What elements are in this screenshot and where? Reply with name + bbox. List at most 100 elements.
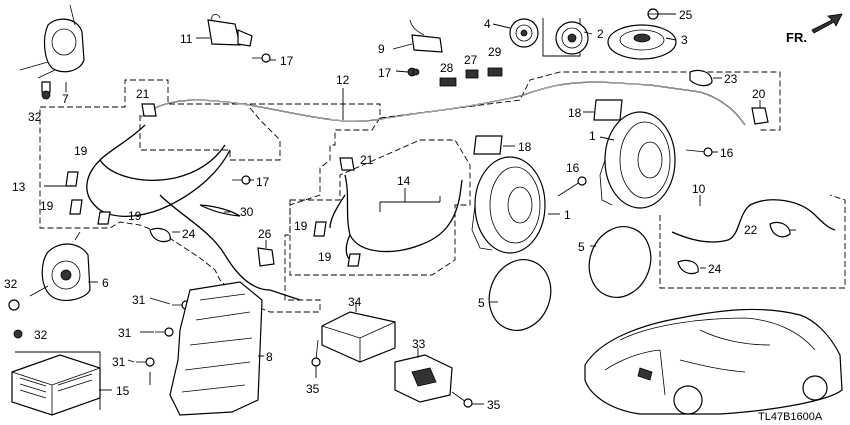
callout-20: 20 xyxy=(752,87,766,101)
callout-35: 35 xyxy=(487,398,501,412)
rear-harness-outline xyxy=(289,139,471,276)
part-28-pad xyxy=(439,77,457,87)
callout-31: 31 xyxy=(118,326,132,340)
part-25-bolt xyxy=(647,8,659,20)
part-23-clip xyxy=(689,69,713,87)
part-24-clip-b xyxy=(677,259,699,275)
callout-18: 18 xyxy=(518,140,532,154)
part-31-bolt-c xyxy=(136,357,155,367)
callout-9: 9 xyxy=(378,42,385,56)
callout-13: 13 xyxy=(12,180,26,194)
part-17-bolt-a xyxy=(252,53,271,63)
diagram-code: TL47B1600A xyxy=(758,411,823,423)
rear-harness-wire xyxy=(344,174,463,253)
callout-1: 1 xyxy=(564,208,571,222)
part-2-tweeter xyxy=(555,21,589,55)
part-27-pad xyxy=(465,69,479,79)
part-16-screw-a xyxy=(557,176,587,197)
callout-32: 32 xyxy=(4,277,18,291)
part-29-pad xyxy=(487,67,503,77)
callout-5: 5 xyxy=(578,240,585,254)
part-5-grille-upper xyxy=(588,226,652,298)
callout-5: 5 xyxy=(478,296,485,310)
callout-11: 11 xyxy=(180,32,193,46)
callout-35: 35 xyxy=(306,382,320,396)
leader-lines xyxy=(44,13,796,405)
part-32-bolt-b xyxy=(8,299,20,311)
part-18-pad-lower xyxy=(473,135,503,155)
callout-19: 19 xyxy=(294,219,308,233)
callout-2: 2 xyxy=(597,27,604,41)
part-7-assembly xyxy=(19,4,85,93)
part-17-bolt-b xyxy=(412,68,420,76)
front-harness-wire xyxy=(86,124,231,217)
callout-19: 19 xyxy=(40,199,54,213)
callout-30: 30 xyxy=(240,205,254,219)
part-3-speaker xyxy=(607,24,677,60)
callout-16: 16 xyxy=(720,146,734,160)
part-1-speaker-lower xyxy=(471,156,546,254)
callout-12: 12 xyxy=(336,73,350,87)
callout-26: 26 xyxy=(258,227,272,241)
part-19-clip-e xyxy=(347,253,361,267)
callout-23: 23 xyxy=(724,72,738,86)
part-9-unit xyxy=(407,19,443,77)
callout-29: 29 xyxy=(488,45,502,59)
part-19-clip-d xyxy=(313,221,327,237)
callout-15: 15 xyxy=(116,384,130,398)
part-32-bolt-c xyxy=(13,329,23,339)
part-19-clip-c xyxy=(97,211,111,225)
tailgate-harness-wire xyxy=(671,199,836,243)
part-18-pad-upper xyxy=(593,99,623,121)
part-35-bolt-a xyxy=(311,339,321,367)
callout-22: 22 xyxy=(744,223,758,237)
callout-34: 34 xyxy=(348,295,362,309)
part-32-bolt-a xyxy=(41,90,51,100)
callout-33: 33 xyxy=(412,337,426,351)
callout-8: 8 xyxy=(266,350,273,364)
part-17-bolt-c xyxy=(232,175,251,185)
tailgate-harness-outline xyxy=(659,194,846,289)
callout-24: 24 xyxy=(708,262,722,276)
callout-32: 32 xyxy=(34,328,48,342)
callout-10: 10 xyxy=(692,182,706,196)
callout-25: 25 xyxy=(679,8,693,22)
part-5-grille-lower xyxy=(488,259,552,331)
callout-7: 7 xyxy=(62,92,69,106)
part-1-speaker-upper xyxy=(599,111,676,209)
callout-19: 19 xyxy=(318,250,332,264)
front-direction-label: FR. xyxy=(786,30,807,45)
part-6-unit xyxy=(29,231,91,302)
part-33-unit xyxy=(394,354,453,403)
callout-19: 19 xyxy=(128,209,142,223)
part-26-clip xyxy=(257,247,275,267)
callout-14: 14 xyxy=(397,174,411,188)
part-16-screw-b xyxy=(685,147,713,157)
part-34-bracket xyxy=(321,311,396,363)
part-11-unit xyxy=(207,14,253,47)
vehicle-illustration xyxy=(584,308,843,415)
part-21-clip-b xyxy=(339,157,355,171)
callout-28: 28 xyxy=(440,61,454,75)
callout-16: 16 xyxy=(566,161,580,175)
callout-17: 17 xyxy=(280,54,294,68)
callout-17: 17 xyxy=(378,66,392,80)
callout-21: 21 xyxy=(136,87,150,101)
front-direction-arrow xyxy=(811,13,843,34)
part-4-tweeter xyxy=(509,18,539,48)
callout-21: 21 xyxy=(360,153,374,167)
callout-31: 31 xyxy=(112,355,126,369)
harness-group-outline xyxy=(39,79,381,313)
part-30-gasket xyxy=(199,204,241,217)
roof-harness-outline xyxy=(379,71,781,131)
part-19-clip-a xyxy=(65,171,79,187)
callout-3: 3 xyxy=(681,33,688,47)
callout-labels: 1 1 2 3 4 5 5 6 7 8 9 10 11 12 13 14 15 … xyxy=(4,8,766,412)
part-24-clip-a xyxy=(149,227,171,243)
callout-32: 32 xyxy=(28,110,42,124)
callout-4: 4 xyxy=(484,17,491,31)
part-19-clip-b xyxy=(69,199,83,215)
front-harness-outline xyxy=(139,107,281,161)
callout-24: 24 xyxy=(182,227,196,241)
